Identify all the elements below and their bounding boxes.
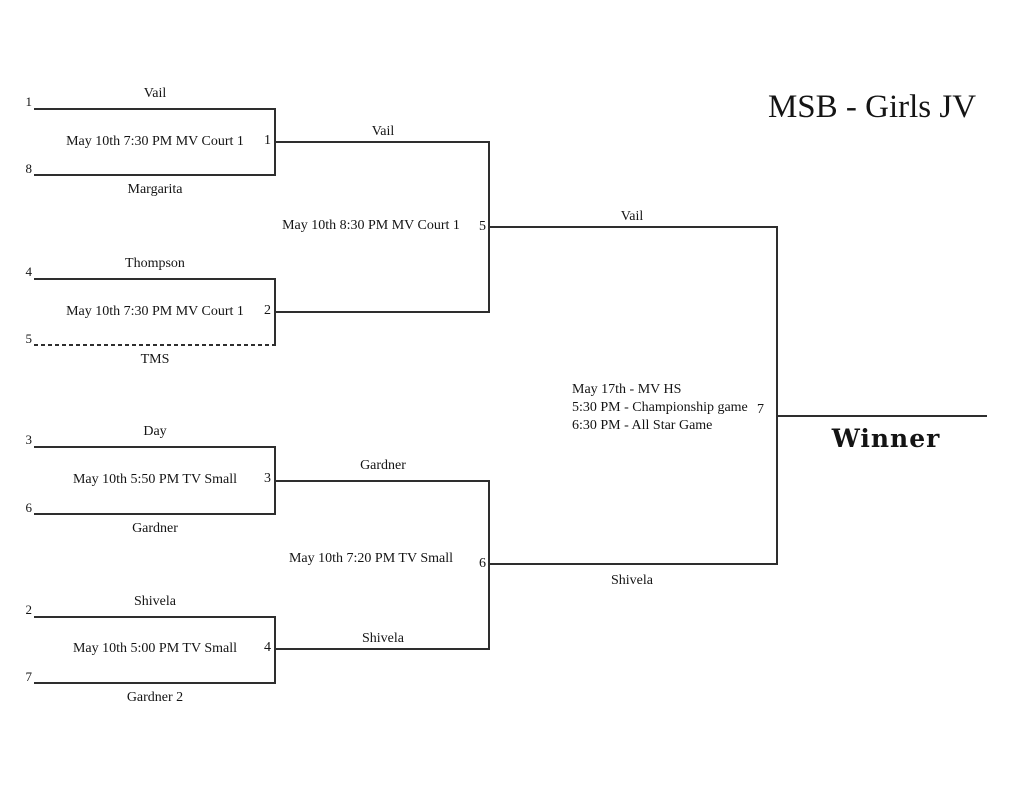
game-number: 7 (757, 402, 764, 417)
bracket-line-top (34, 278, 276, 280)
bracket-line-bottom (34, 513, 276, 515)
seed-label: 8 (25, 161, 33, 176)
seed-label: 2 (25, 602, 33, 617)
seed-label: 6 (25, 500, 33, 515)
game-schedule: May 10th 5:50 PM TV Small (72, 472, 237, 487)
advancing-team: Shivela (362, 631, 404, 646)
advancing-team: Gardner (360, 458, 406, 473)
game-schedule: May 10th 7:30 PM MV Court 1 (66, 304, 244, 319)
bracket-title: MSB - Girls JV (767, 89, 977, 125)
game-number: 5 (479, 219, 486, 234)
winner-advance-line (488, 226, 776, 228)
final-details-line: 6:30 PM - All Star Game (572, 418, 713, 433)
team-name: TMS (140, 352, 170, 367)
seed-label: 1 (25, 94, 33, 109)
game-number: 1 (264, 133, 271, 148)
bracket-line-join (776, 226, 778, 565)
seed-label: 5 (25, 331, 33, 346)
game-schedule: May 10th 7:30 PM MV Court 1 (66, 134, 244, 149)
team-name: Gardner 2 (126, 690, 184, 705)
team-name: Thompson (125, 256, 185, 271)
winner-advance-line (274, 480, 490, 482)
bracket-line-join (488, 480, 490, 650)
winner-advance-line (274, 648, 490, 650)
bracket-line-join (274, 616, 276, 684)
advancing-team: Vail (371, 124, 395, 139)
game-number: 4 (264, 640, 271, 655)
bracket-line-top (34, 108, 276, 110)
champion-line (776, 415, 987, 417)
seed-label: 7 (25, 669, 33, 684)
team-name: Day (143, 424, 167, 439)
bracket-line-top (34, 616, 276, 618)
game-number: 3 (264, 471, 271, 486)
bracket-line-bottom (34, 682, 276, 684)
team-name: Gardner (132, 521, 178, 536)
game-number: 2 (264, 303, 271, 318)
team-name: Margarita (127, 182, 183, 197)
winner-advance-line (274, 311, 490, 313)
game-number: 6 (479, 556, 486, 571)
winner-advance-line (488, 563, 776, 565)
bracket-line-top (34, 446, 276, 448)
game-schedule: May 10th 8:30 PM MV Court 1 (282, 218, 460, 233)
seed-label: 4 (25, 264, 33, 279)
final-details-line: May 17th - MV HS (572, 382, 682, 397)
team-name: Vail (143, 86, 167, 101)
final-details-line: 5:30 PM - Championship game (572, 400, 748, 415)
winner-label: Winner (831, 424, 941, 453)
game-schedule: May 10th 7:20 PM TV Small (288, 551, 453, 566)
game-schedule: May 10th 5:00 PM TV Small (72, 641, 237, 656)
bracket-line-bottom (34, 174, 276, 176)
winner-advance-line (274, 141, 490, 143)
team-name: Shivela (134, 594, 176, 609)
bracket-line-bottom-dashed (34, 344, 276, 346)
advancing-team: Vail (620, 209, 644, 224)
advancing-team: Shivela (611, 573, 653, 588)
seed-label: 3 (25, 432, 33, 447)
